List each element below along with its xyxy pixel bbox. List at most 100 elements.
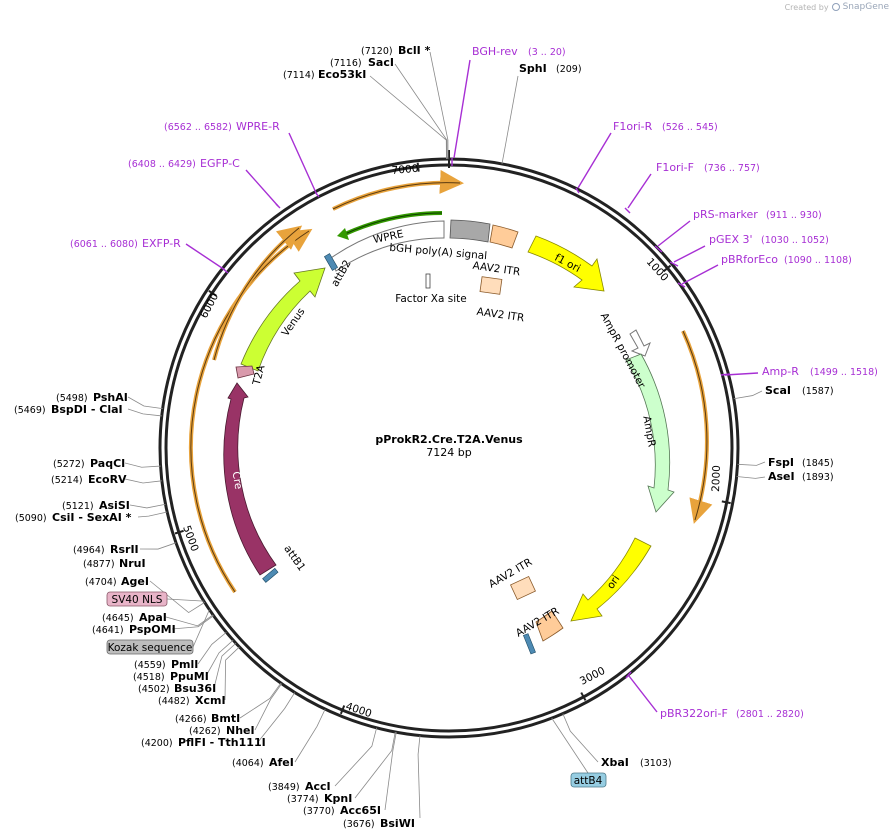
leader-acc65i (384, 732, 397, 811)
enzyme-pos-bspdi: (5469) (14, 405, 46, 416)
enzyme-name-csii: CsiI - SexAI * (52, 511, 132, 524)
enzyme-name-asisi: AsiSI (99, 499, 130, 512)
enzyme-pos-rsrii: (4964) (73, 545, 105, 556)
attb4-label: attB4 (574, 775, 603, 787)
leader-attb4 (551, 717, 589, 774)
enzyme-pos-saci: (7116) (330, 58, 362, 69)
feature-label-ampr: AmpR (640, 415, 657, 448)
enzyme-name-asei: AseI (768, 470, 795, 483)
kozak-box (106, 639, 194, 655)
primer-leader-prs (657, 220, 691, 247)
enzyme-pos-pmli: (4559) (134, 660, 166, 671)
enzyme-pos-bcli: (7120) (361, 46, 393, 57)
tick-7000 (416, 162, 420, 172)
enzyme-name-saci: SacI (368, 56, 394, 69)
primer-range-bgh-rev: (3 .. 20) (528, 47, 566, 58)
primer-mark-prs (654, 245, 663, 253)
sv40-nls-box (106, 591, 168, 607)
primer-name-bgh-rev: BGH-rev (472, 45, 518, 58)
leader-asisi (129, 503, 166, 509)
enzyme-pos-agei: (4704) (85, 577, 117, 588)
leader-pmli (197, 631, 227, 665)
enzyme-pos-nhei: (4262) (189, 726, 221, 737)
ampr-promoter-feature (629, 329, 651, 357)
primer-name-wpre-r: WPRE-R (236, 120, 280, 133)
enzyme-pos-asei: (1893) (802, 472, 834, 483)
leader-bsu36i (213, 642, 237, 689)
enzyme-name-nhei: NheI (226, 724, 255, 737)
primer-mark-pbrforeco (677, 282, 686, 288)
orf-arc-left-outer-inner (190, 230, 310, 593)
primer-leader-exfp (185, 243, 226, 271)
enzyme-name-bsiwi: BsiWI (380, 817, 415, 830)
leader-scai (733, 390, 763, 400)
enzyme-pos-eco53ki: (7114) (283, 70, 315, 81)
enzyme-name-bspdi: BspDI - ClaI (51, 403, 123, 416)
leader-pshai (127, 396, 163, 410)
tick-3000 (580, 692, 587, 701)
leader-saci (394, 63, 448, 160)
attb4-box (570, 772, 607, 788)
leader-bsiwi (417, 735, 421, 819)
primer-mark-pbr322ori (625, 671, 632, 679)
enzyme-name-agei: AgeI (121, 575, 149, 588)
kozak-label: Kozak sequence (108, 642, 193, 654)
orf-arc-right (681, 330, 713, 524)
leader-xbai (562, 713, 599, 763)
feature-label-t2a: T2A (250, 363, 267, 387)
aav2-itr-bottom-feature (535, 610, 564, 642)
primer-leader-pgex (673, 245, 706, 263)
enzyme-name-pmli: PmlI (171, 658, 198, 671)
enzyme-name-fspi: FspI (768, 456, 794, 469)
attb1-site (262, 567, 279, 583)
enzyme-pos-afei: (4064) (232, 758, 264, 769)
enzyme-name-xbai: XbaI (601, 756, 629, 769)
leader-nhei (254, 683, 283, 731)
enzyme-name-ecorv: EcoRV (88, 473, 127, 486)
feature-label-attb1: attB1 (281, 543, 307, 573)
aav2-itr-mid-feature (510, 575, 536, 601)
leader-csii (137, 511, 168, 518)
enzyme-name-paqci: PaqCI (90, 457, 125, 470)
tick-5000 (174, 529, 184, 535)
primer-leader-egfp (245, 169, 279, 207)
primer-range-exfp-r: (6061 .. 6080) (70, 239, 138, 250)
feature-label-bgh: bGH poly(A) signal (389, 242, 488, 262)
enzyme-pos-xbai: (3103) (640, 758, 672, 769)
primer-leader-f1f (627, 173, 652, 209)
enzyme-name-eco53ki: Eco53kI (318, 68, 366, 81)
enzyme-pos-csii: (5090) (15, 513, 47, 524)
orf-arc-top-inner (332, 182, 461, 210)
primer-leader-wpre (288, 132, 318, 196)
enzyme-pos-pshai: (5498) (56, 393, 88, 404)
enzyme-pos-bsiwi: (3676) (343, 819, 375, 830)
enzyme-pos-asisi: (5121) (62, 501, 94, 512)
orf-arc-right-inner (682, 330, 708, 521)
leader-bmti (239, 682, 282, 719)
leader-ecorv (124, 478, 162, 484)
snapgene-logo-icon (831, 3, 840, 11)
tick-6000 (208, 290, 217, 297)
feature-label-aav2-itr-upper: AAV2 ITR (476, 306, 525, 325)
wpre-arrow-head (337, 228, 349, 240)
enzyme-name-pflfi: PflFI - Tth111I (178, 736, 266, 749)
leader-eco53ki (369, 75, 447, 160)
primer-range-prs-marker: (911 .. 930) (766, 210, 822, 221)
enzyme-pos-paqci: (5272) (53, 459, 85, 470)
enzyme-pos-nrui: (4877) (83, 559, 115, 570)
orf-arc-top (332, 169, 464, 211)
tick-label-2000: 2000 (710, 465, 723, 492)
aav2-itr-upper-feature (479, 276, 503, 295)
orf-arc-left-mid-inner (213, 227, 300, 361)
enzyme-name-bsu36i: Bsu36I (174, 682, 216, 695)
leader-bspdi (127, 408, 162, 417)
attb2-site (323, 253, 339, 271)
primer-leader-amp (724, 372, 759, 376)
primer-mark-f1ori-r (575, 187, 580, 194)
watermark-brand: SnapGene (842, 2, 889, 12)
primer-range-pgex3: (1030 .. 1052) (761, 235, 829, 246)
enzyme-pos-sphi: (209) (556, 64, 582, 75)
enzyme-pos-acci: (3849) (268, 782, 300, 793)
plasmid-size: 7124 bp (426, 446, 471, 459)
tick-marks (174, 150, 731, 715)
